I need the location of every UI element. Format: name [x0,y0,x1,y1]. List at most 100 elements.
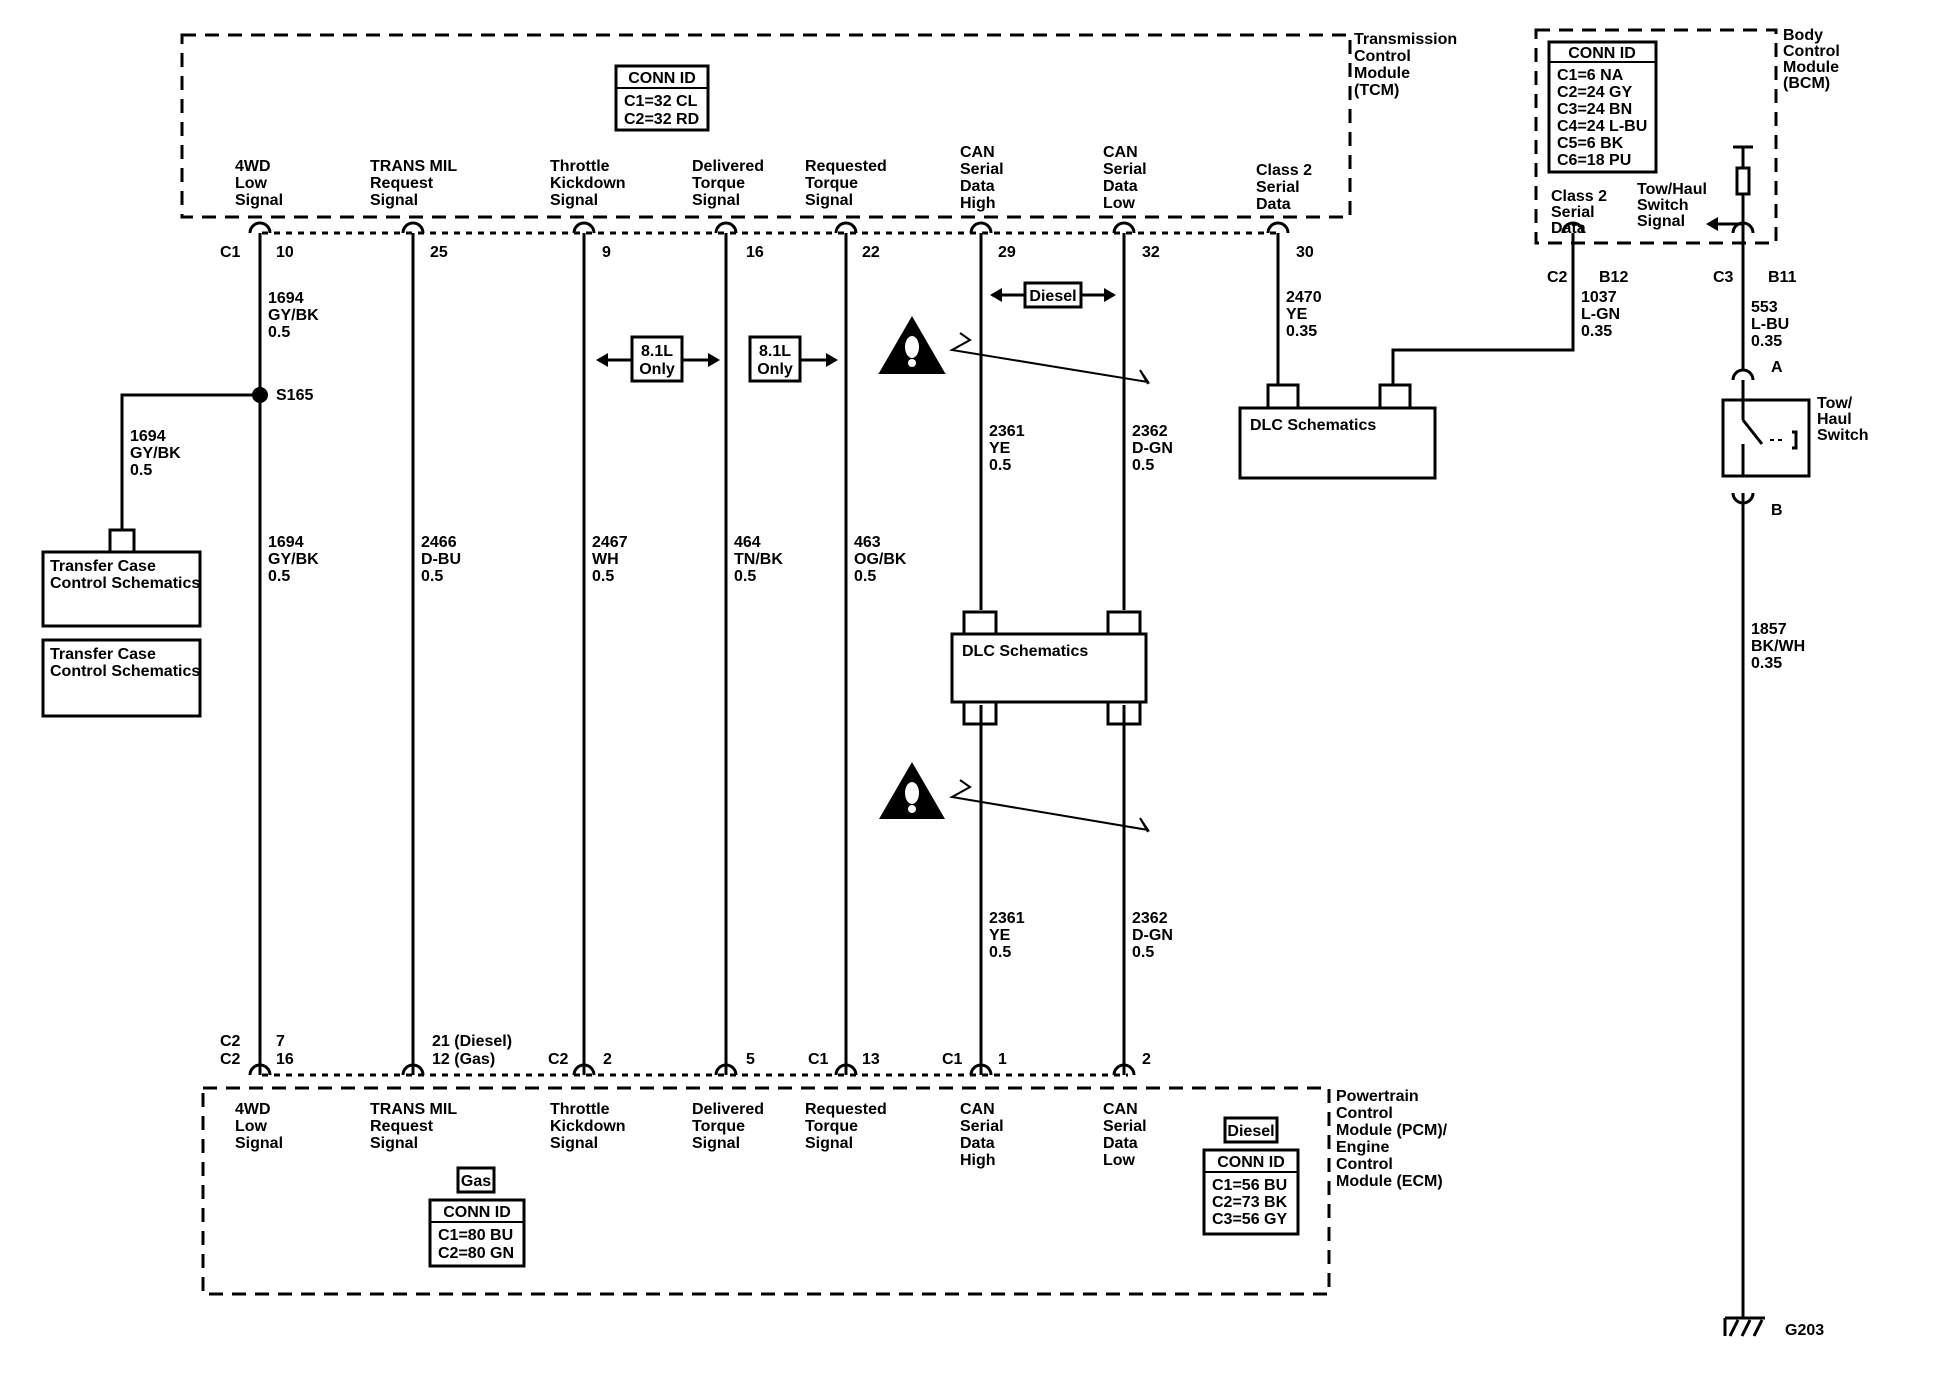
pcm-conn-4wd: C2 C2 [220,1033,245,1068]
bcm-pin-label-tow: Tow/Haul Switch Signal [1637,181,1711,230]
pcm-pin-num-mil: 21 (Diesel) 12 (Gas) [432,1033,517,1068]
bcm-conn-c3: C3 [1713,269,1734,286]
option-tag-81-left: 8.1L Only [596,335,720,383]
caution-lower [879,762,1151,833]
pcm-pin-num: 13 [862,1051,880,1068]
tcm-name: Transmission Control Module (TCM) [1354,31,1462,99]
pin-arc [1112,221,1136,234]
tcm-pin-label-delivered: Delivered Torque Signal [692,158,769,209]
svg-text:8.1L: 8.1L [641,343,673,360]
pcm-gas-tag: Gas [456,1166,496,1194]
svg-text:C1=80 BU: C1=80 BU [438,1227,513,1244]
wire-bcm-class2 [1391,233,1575,385]
tcm-pin-num: 9 [602,244,611,261]
tcm-pin-label-4wd: 4WD Low Signal [235,158,283,209]
pcm-pin-label-requested: Requested Torque Signal [805,1101,891,1152]
bcm-conn-id: CONN ID C1=6 NA C2=24 GY C3=24 BN C4=24 … [1547,40,1658,174]
bcm-module: Body Control Module (BCM) CONN ID C1=6 N… [1534,27,1844,286]
tcm-pin-label-requested: Requested Torque Signal [805,158,891,209]
svg-text:C2=32 RD: C2=32 RD [624,111,699,128]
pin-arc [401,221,425,234]
tcm-conn-id: CONN ID C1=32 CL C2=32 RD [614,64,710,132]
tow-haul-switch: A B Tow/ Haul Switch [1721,359,1869,519]
svg-text:Only: Only [757,361,793,378]
tcm-pin-num: 32 [1142,244,1160,261]
svg-text:C3=24 BN: C3=24 BN [1557,101,1632,118]
tcm-conn-c1: C1 [220,244,241,261]
svg-text:DLC Schematics: DLC Schematics [1250,417,1376,434]
pcm-pin-label-delivered: Delivered Torque Signal [692,1101,769,1152]
svg-text:8.1L: 8.1L [759,343,791,360]
tcm-pin-label-class2: Class 2 Serial Data [1256,162,1317,213]
tcm-pin-num: 16 [746,244,764,261]
tcm-pin-num: 30 [1296,244,1314,261]
svg-text:CONN ID: CONN ID [628,70,696,87]
bcm-outline [1534,28,1778,245]
pin-arc [714,221,738,234]
pin-arc [1561,221,1585,234]
svg-text:Diesel: Diesel [1227,1123,1274,1140]
switch-name: Tow/ Haul Switch [1817,395,1869,444]
dlc-schematics-right[interactable]: DLC Schematics [1238,383,1437,480]
pcm-pin-num: 2 [603,1051,612,1068]
pcm-name: Powertrain Control Module (PCM)/ Engine … [1336,1088,1452,1190]
svg-text:C2=24 GY: C2=24 GY [1557,84,1632,101]
pcm-pin-label-can-high: CAN Serial Data High [960,1101,1008,1169]
svg-text:G203: G203 [1785,1322,1824,1339]
svg-text:C5=6 BK: C5=6 BK [1557,135,1624,152]
svg-text:DLC Schematics: DLC Schematics [962,643,1088,660]
svg-text:CONN ID: CONN ID [443,1204,511,1221]
svg-text:C3=56 GY: C3=56 GY [1212,1211,1287,1228]
tcm-pin-label-can-low: CAN Serial Data Low [1103,144,1151,212]
tcm-pin-label-throttle: Throttle Kickdown Signal [550,158,630,209]
pin-arc [1266,221,1290,234]
option-tag-diesel: Diesel [990,281,1116,309]
dlc-schematics-center[interactable]: DLC Schematics [950,610,1148,726]
pcm-conn-throttle: C2 [548,1051,569,1068]
pcm-pin-num: 2 [1142,1051,1151,1068]
svg-text:Gas: Gas [461,1173,491,1190]
svg-text:C6=18 PU: C6=18 PU [1557,152,1631,169]
bcm-pin-num: B12 [1599,269,1628,286]
svg-text:CONN ID: CONN ID [1217,1154,1285,1171]
pcm-pin-num: 1 [998,1051,1007,1068]
tcm-pin-num: 22 [862,244,880,261]
pcm-pin-num: 5 [746,1051,755,1068]
svg-text:A: A [1771,359,1783,376]
svg-text:C4=24 L-BU: C4=24 L-BU [1557,118,1647,135]
svg-text:C1=32 CL: C1=32 CL [624,93,698,110]
svg-text:C1=56 BU: C1=56 BU [1212,1177,1287,1194]
switch-contact-icon [1741,419,1764,445]
pcm-pin-label-can-low: CAN Serial Data Low [1103,1101,1151,1169]
caution-upper [878,316,1151,385]
resistor-icon [1735,166,1751,196]
svg-text:C2=80 GN: C2=80 GN [438,1245,514,1262]
svg-text:Only: Only [639,361,675,378]
pin-arc [572,221,596,234]
pcm-gas-conn-id: CONN ID C1=80 BU C2=80 GN [428,1198,526,1268]
splice-label: S165 [276,387,313,404]
bcm-pin-num: B11 [1768,269,1797,286]
bcm-name: Body Control Module (BCM) [1783,27,1844,92]
pcm-diesel-tag: Diesel [1223,1116,1279,1144]
tcm-module: Transmission Control Module (TCM) CONN I… [180,31,1462,261]
svg-text:C2=73 BK: C2=73 BK [1212,1194,1288,1211]
svg-text:B: B [1771,502,1783,519]
